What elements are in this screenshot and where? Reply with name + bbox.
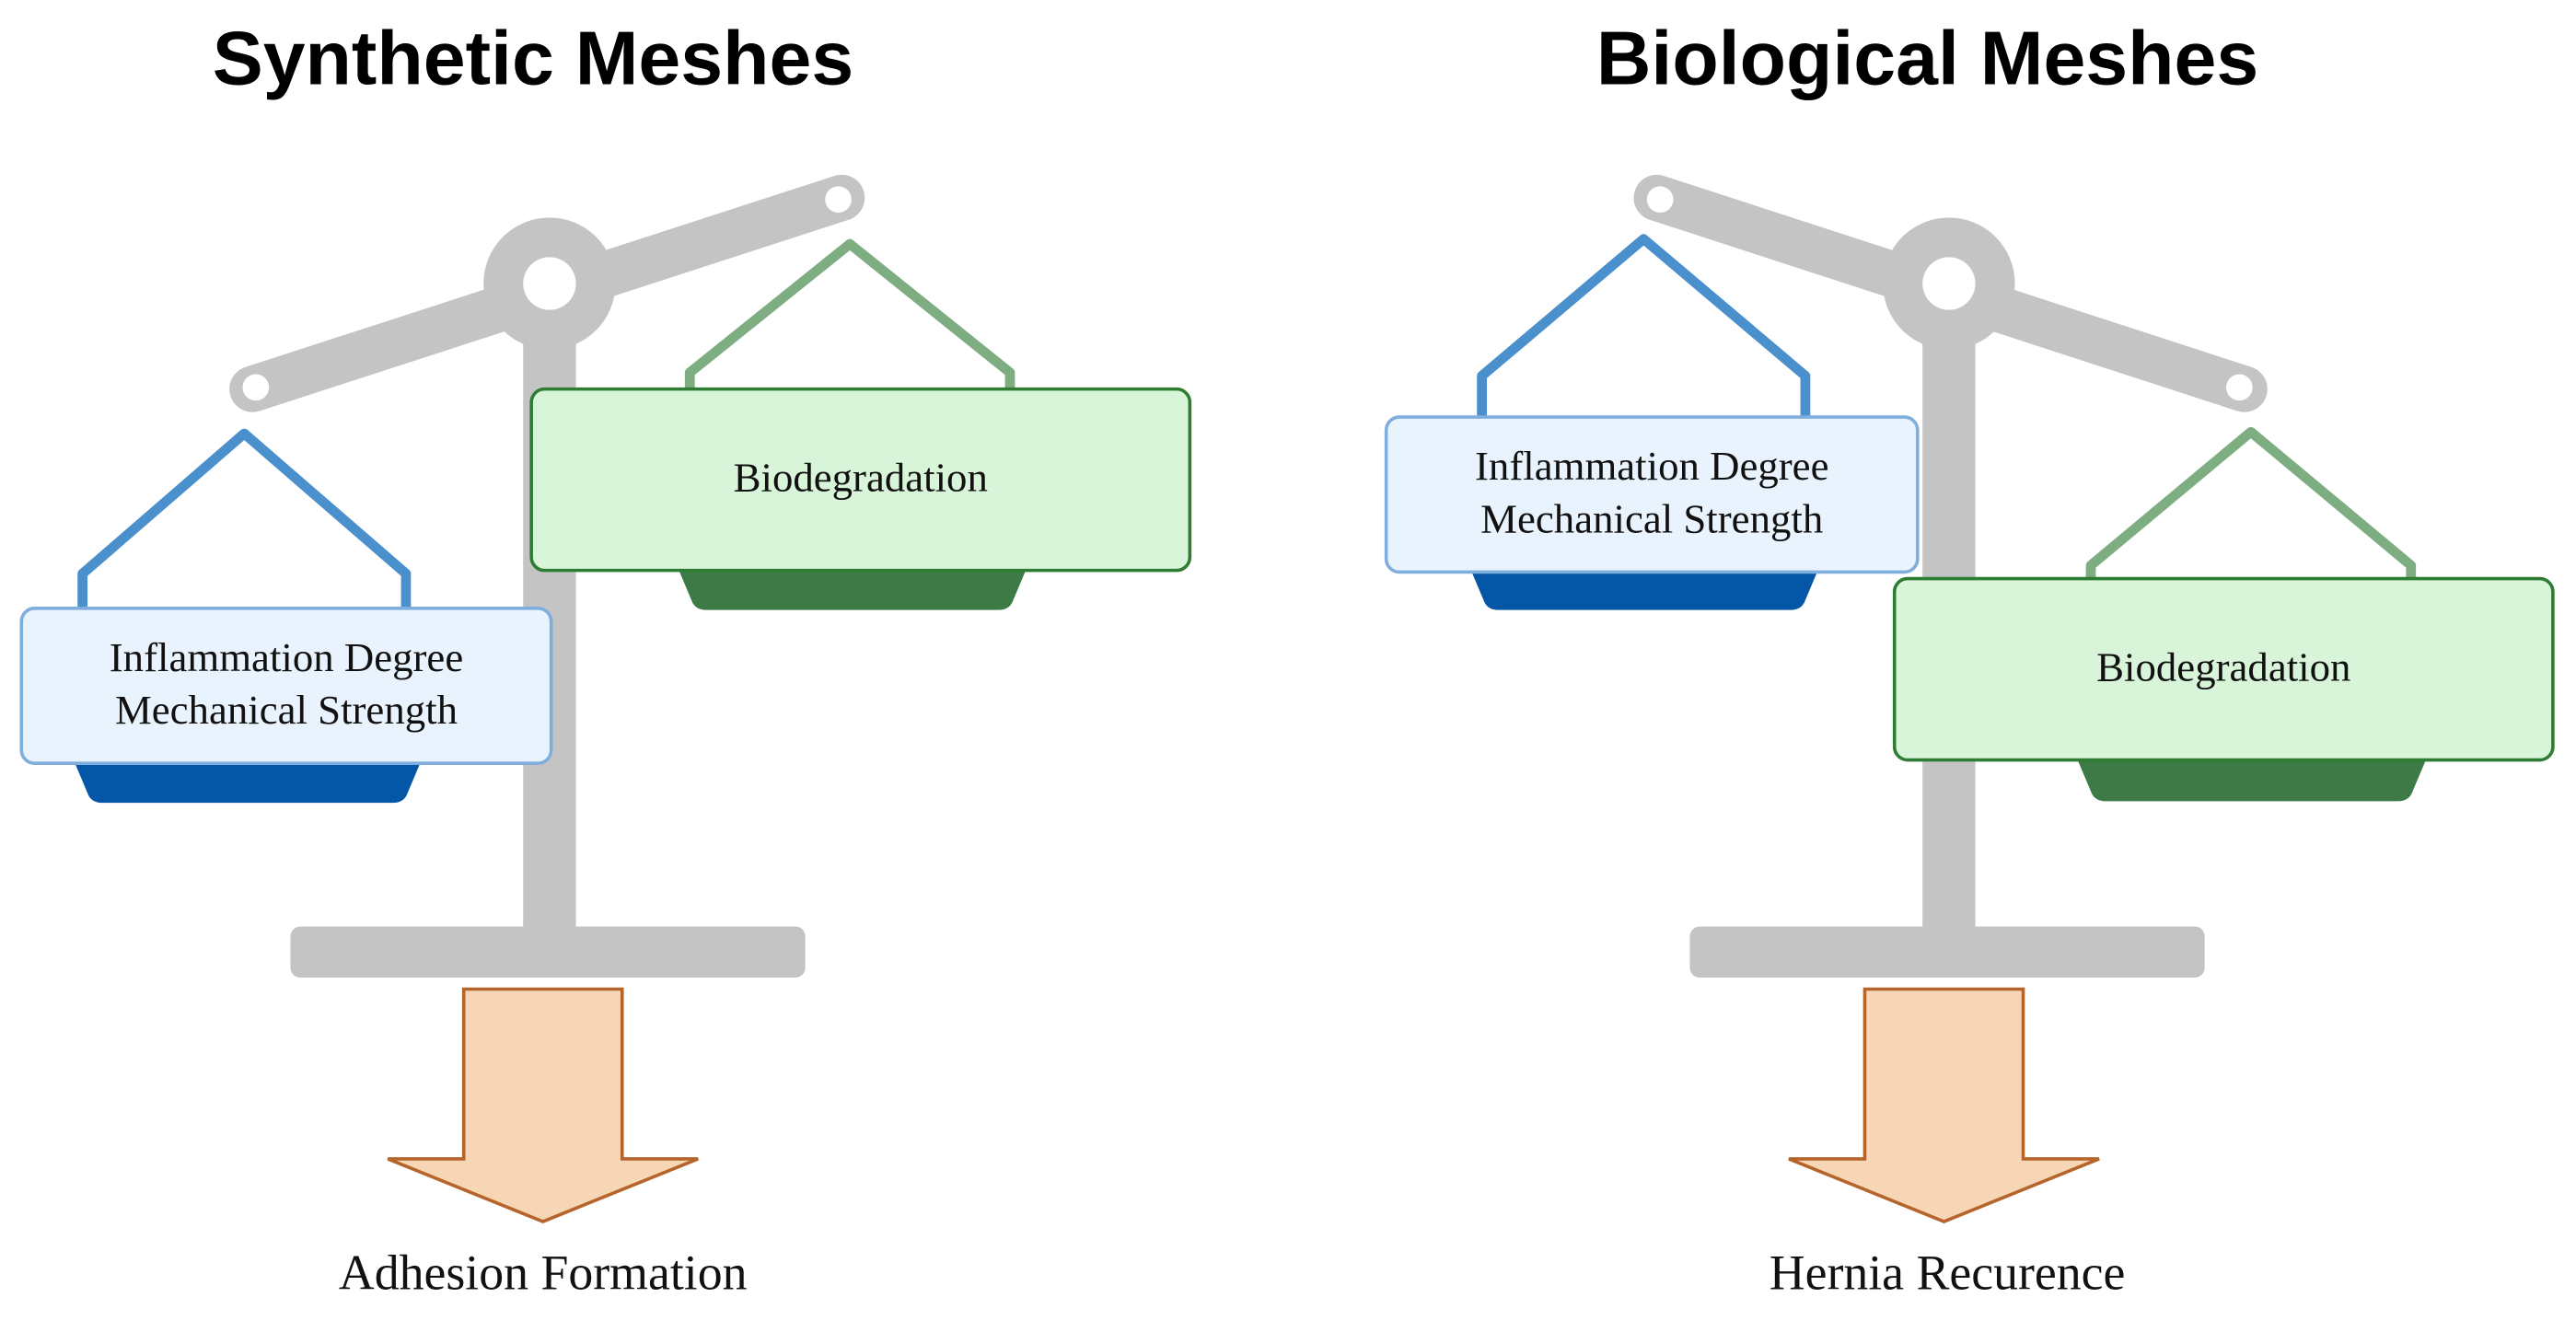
- right-green-hanger: [2085, 426, 2417, 589]
- right-outcome-arrow: [1788, 987, 2100, 1223]
- right-green-pan: [2077, 759, 2426, 802]
- left-beam-end-hole-right: [825, 186, 852, 214]
- left-inflammation-strength-box: Inflammation Degree Mechanical Strength: [19, 607, 553, 765]
- biological-meshes-title: Biological Meshes: [1595, 15, 2259, 101]
- left-biodegradation-box: Biodegradation: [529, 387, 1192, 573]
- right-blue-hanger: [1477, 234, 1811, 421]
- left-scale-base: [290, 926, 806, 978]
- left-blue-pan: [74, 761, 422, 804]
- right-beam-end-hole-right: [2226, 374, 2253, 401]
- left-beam-end-hole-left: [242, 374, 270, 401]
- left-blue-hanger: [77, 428, 412, 619]
- right-inflammation-degree-label: Inflammation Degree: [1474, 445, 1829, 490]
- right-mechanical-strength-label: Mechanical Strength: [1480, 497, 1824, 543]
- synthetic-meshes-title: Synthetic Meshes: [212, 15, 854, 101]
- left-green-pan: [678, 568, 1027, 610]
- left-outcome-arrow: [387, 987, 699, 1223]
- adhesion-formation-caption: Adhesion Formation: [338, 1245, 748, 1301]
- right-beam-end-hole-left: [1646, 186, 1674, 214]
- right-pivot-hole: [1922, 257, 1976, 310]
- right-biodegradation-box: Biodegradation: [1892, 576, 2555, 762]
- left-pivot-hole: [523, 257, 576, 310]
- right-scale-base: [1689, 926, 2205, 978]
- left-inflammation-degree-label: Inflammation Degree: [109, 636, 464, 681]
- right-biodegradation-label: Biodegradation: [2096, 646, 2351, 691]
- left-biodegradation-label: Biodegradation: [733, 457, 988, 502]
- left-green-hanger: [684, 238, 1015, 401]
- right-inflammation-strength-box: Inflammation Degree Mechanical Strength: [1384, 415, 1920, 574]
- right-blue-pan: [1470, 568, 1819, 610]
- left-mechanical-strength-label: Mechanical Strength: [114, 689, 458, 734]
- hernia-recurrence-caption: Hernia Recurence: [1769, 1245, 2126, 1301]
